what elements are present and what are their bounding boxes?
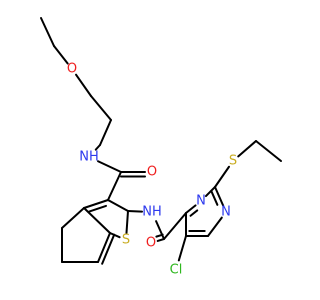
atom-label-o-a19: O	[146, 236, 156, 251]
bond-a6-a7	[97, 160, 122, 173]
bond-a10-a11	[61, 207, 85, 229]
bond-a17-a18	[155, 220, 165, 240]
bond-a20-a21	[185, 204, 199, 217]
atom-label-s-a23: S	[229, 154, 237, 169]
bond-a7-a8	[120, 171, 146, 178]
atom-label-s-a15: S	[122, 233, 130, 248]
bond-a13-a14	[97, 232, 116, 265]
bond-a18-a19	[155, 233, 165, 242]
bond-a2-a3	[75, 73, 92, 97]
bond-a26-a27	[207, 216, 223, 237]
bond-a21-a22	[204, 186, 216, 198]
atom-label-o-a8: O	[147, 165, 157, 180]
bond-a9-a10	[83, 199, 109, 213]
bond-a14-a10	[83, 207, 111, 234]
bond-a16-a17	[127, 210, 144, 213]
bond-a22-a26	[210, 186, 225, 207]
bond-a5-a6	[94, 144, 101, 151]
molecule-svg: O NH O S NH O N S N Cl	[40, 17, 282, 278]
bond-a0-a1	[40, 17, 55, 47]
bond-a28-a29	[177, 235, 187, 262]
atom-label-n-a21: N	[196, 194, 206, 209]
bond-a1-a2	[53, 45, 69, 65]
bond-a16-a9	[107, 199, 129, 212]
atom-label-n-a26: N	[221, 205, 231, 220]
bond-a22-a23	[214, 165, 231, 188]
atom-label-cl-a29: Cl	[170, 263, 183, 278]
bond-a3-a4	[90, 95, 112, 121]
atom-label-n-a6: NH	[79, 150, 99, 165]
bond-a23-a24	[237, 140, 257, 158]
bond-a7-a9	[107, 171, 122, 201]
molecule-structure-diagram: O NH O S NH O N S N Cl	[40, 17, 282, 278]
bond-a4-a5	[99, 119, 112, 146]
bond-a24-a25	[255, 140, 282, 162]
bond-a27-a28	[185, 230, 209, 237]
bond-a14-a15	[109, 232, 121, 239]
bond-a18-a20	[163, 212, 187, 240]
atom-label-o-a2: O	[67, 62, 77, 77]
atom-label-n-a17: NH	[142, 205, 162, 220]
bond-a15-a16	[125, 210, 129, 235]
